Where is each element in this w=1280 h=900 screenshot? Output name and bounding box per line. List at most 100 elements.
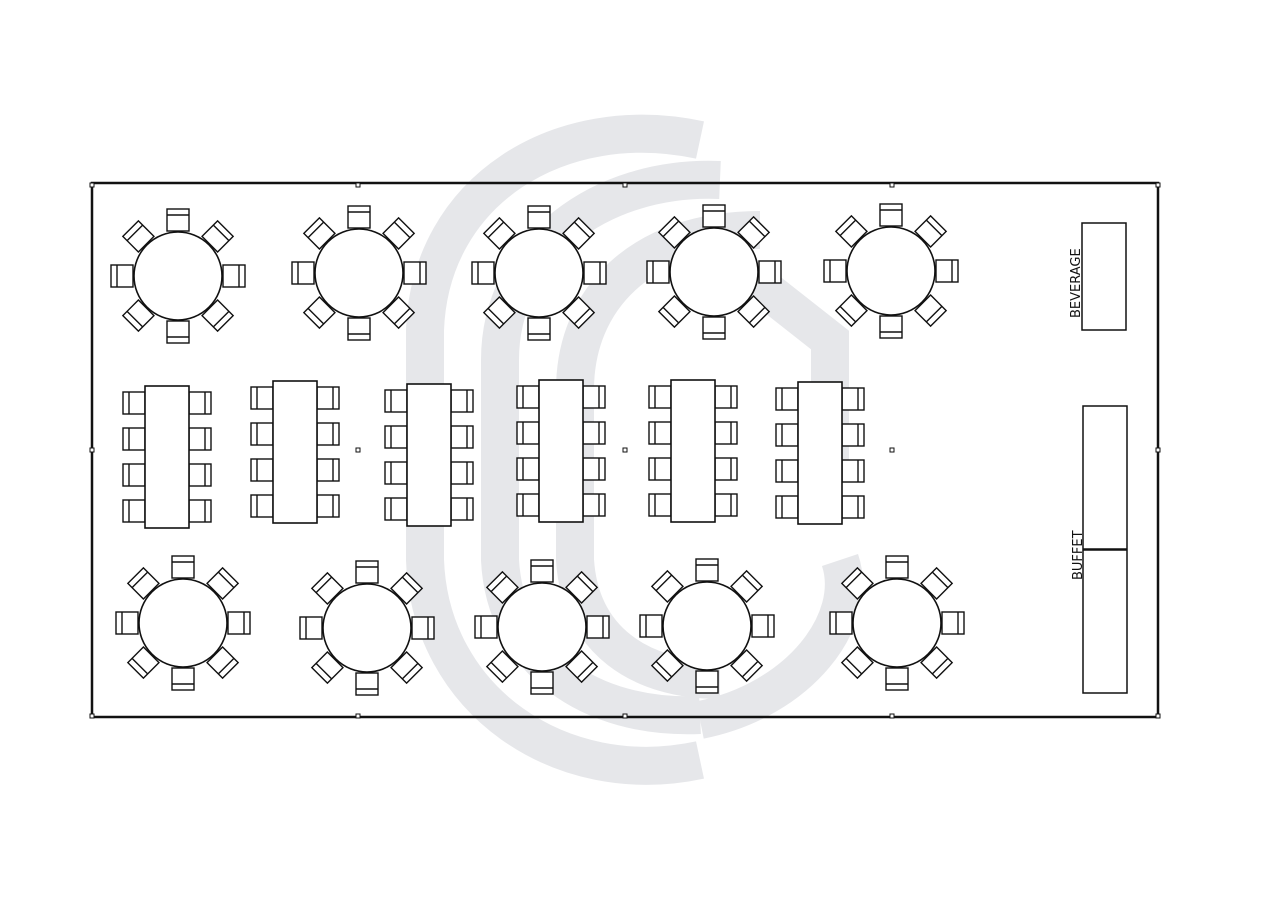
chair-icon[interactable] bbox=[914, 294, 948, 328]
chair-icon[interactable] bbox=[222, 264, 246, 288]
chair-icon[interactable] bbox=[122, 463, 146, 487]
chair-icon[interactable] bbox=[310, 571, 344, 605]
chair-icon[interactable] bbox=[206, 566, 240, 600]
chair-icon[interactable] bbox=[471, 261, 495, 285]
chair-icon[interactable] bbox=[834, 214, 868, 248]
chair-icon[interactable] bbox=[775, 495, 799, 519]
chair-icon[interactable] bbox=[840, 646, 874, 680]
round-table[interactable] bbox=[646, 204, 782, 340]
chair-icon[interactable] bbox=[737, 215, 771, 249]
chair-icon[interactable] bbox=[390, 571, 424, 605]
chair-icon[interactable] bbox=[648, 421, 672, 445]
chair-icon[interactable] bbox=[171, 667, 195, 691]
rect-table[interactable] bbox=[384, 383, 474, 527]
chair-icon[interactable] bbox=[657, 295, 691, 329]
chair-icon[interactable] bbox=[382, 216, 416, 250]
chair-icon[interactable] bbox=[450, 461, 474, 485]
chair-icon[interactable] bbox=[122, 499, 146, 523]
chair-icon[interactable] bbox=[657, 215, 691, 249]
chair-icon[interactable] bbox=[758, 260, 782, 284]
chair-icon[interactable] bbox=[122, 427, 146, 451]
chair-icon[interactable] bbox=[879, 203, 903, 227]
chair-icon[interactable] bbox=[485, 650, 519, 684]
chair-icon[interactable] bbox=[775, 423, 799, 447]
chair-icon[interactable] bbox=[823, 259, 847, 283]
chair-icon[interactable] bbox=[941, 611, 965, 635]
chair-icon[interactable] bbox=[702, 204, 726, 228]
rect-table[interactable] bbox=[516, 379, 606, 523]
chair-icon[interactable] bbox=[201, 299, 235, 333]
round-table[interactable] bbox=[639, 558, 775, 694]
chair-icon[interactable] bbox=[885, 667, 909, 691]
chair-icon[interactable] bbox=[227, 611, 251, 635]
round-table[interactable] bbox=[474, 559, 610, 695]
chair-icon[interactable] bbox=[302, 216, 336, 250]
rect-table[interactable] bbox=[250, 380, 340, 524]
round-table[interactable] bbox=[115, 555, 251, 691]
chair-icon[interactable] bbox=[390, 651, 424, 685]
chair-icon[interactable] bbox=[582, 457, 606, 481]
chair-icon[interactable] bbox=[565, 650, 599, 684]
chair-icon[interactable] bbox=[583, 261, 607, 285]
chair-icon[interactable] bbox=[646, 260, 670, 284]
chair-icon[interactable] bbox=[702, 316, 726, 340]
chair-icon[interactable] bbox=[829, 611, 853, 635]
chair-icon[interactable] bbox=[316, 386, 340, 410]
chair-icon[interactable] bbox=[650, 569, 684, 603]
chair-icon[interactable] bbox=[841, 387, 865, 411]
chair-icon[interactable] bbox=[450, 497, 474, 521]
chair-icon[interactable] bbox=[250, 422, 274, 446]
chair-icon[interactable] bbox=[841, 459, 865, 483]
chair-icon[interactable] bbox=[450, 389, 474, 413]
chair-icon[interactable] bbox=[316, 494, 340, 518]
chair-icon[interactable] bbox=[347, 205, 371, 229]
chair-icon[interactable] bbox=[171, 555, 195, 579]
chair-icon[interactable] bbox=[516, 457, 540, 481]
round-table[interactable] bbox=[471, 205, 607, 341]
chair-icon[interactable] bbox=[530, 559, 554, 583]
chair-icon[interactable] bbox=[384, 389, 408, 413]
round-table[interactable] bbox=[829, 555, 965, 691]
chair-icon[interactable] bbox=[841, 495, 865, 519]
chair-icon[interactable] bbox=[841, 423, 865, 447]
chair-icon[interactable] bbox=[310, 651, 344, 685]
chair-icon[interactable] bbox=[885, 555, 909, 579]
chair-icon[interactable] bbox=[648, 457, 672, 481]
chair-icon[interactable] bbox=[730, 649, 764, 683]
chair-icon[interactable] bbox=[411, 616, 435, 640]
chair-icon[interactable] bbox=[920, 646, 954, 680]
chair-icon[interactable] bbox=[166, 208, 190, 232]
chair-icon[interactable] bbox=[347, 317, 371, 341]
chair-icon[interactable] bbox=[714, 457, 738, 481]
chair-icon[interactable] bbox=[121, 299, 155, 333]
chair-icon[interactable] bbox=[879, 315, 903, 339]
chair-icon[interactable] bbox=[188, 463, 212, 487]
chair-icon[interactable] bbox=[530, 671, 554, 695]
chair-icon[interactable] bbox=[188, 391, 212, 415]
chair-icon[interactable] bbox=[316, 422, 340, 446]
chair-icon[interactable] bbox=[586, 615, 610, 639]
chair-icon[interactable] bbox=[316, 458, 340, 482]
rect-table[interactable] bbox=[775, 381, 865, 525]
chair-icon[interactable] bbox=[714, 493, 738, 517]
chair-icon[interactable] bbox=[302, 296, 336, 330]
chair-icon[interactable] bbox=[695, 670, 719, 694]
chair-icon[interactable] bbox=[188, 499, 212, 523]
chair-icon[interactable] bbox=[482, 216, 516, 250]
chair-icon[interactable] bbox=[582, 421, 606, 445]
chair-icon[interactable] bbox=[648, 493, 672, 517]
chair-icon[interactable] bbox=[450, 425, 474, 449]
chair-icon[interactable] bbox=[110, 264, 134, 288]
round-table[interactable] bbox=[299, 560, 435, 696]
chair-icon[interactable] bbox=[914, 214, 948, 248]
chair-icon[interactable] bbox=[775, 459, 799, 483]
chair-icon[interactable] bbox=[188, 427, 212, 451]
chair-icon[interactable] bbox=[126, 566, 160, 600]
round-table[interactable] bbox=[110, 208, 246, 344]
chair-icon[interactable] bbox=[474, 615, 498, 639]
chair-icon[interactable] bbox=[639, 614, 663, 638]
chair-icon[interactable] bbox=[834, 294, 868, 328]
chair-icon[interactable] bbox=[485, 570, 519, 604]
chair-icon[interactable] bbox=[582, 493, 606, 517]
chair-icon[interactable] bbox=[121, 219, 155, 253]
